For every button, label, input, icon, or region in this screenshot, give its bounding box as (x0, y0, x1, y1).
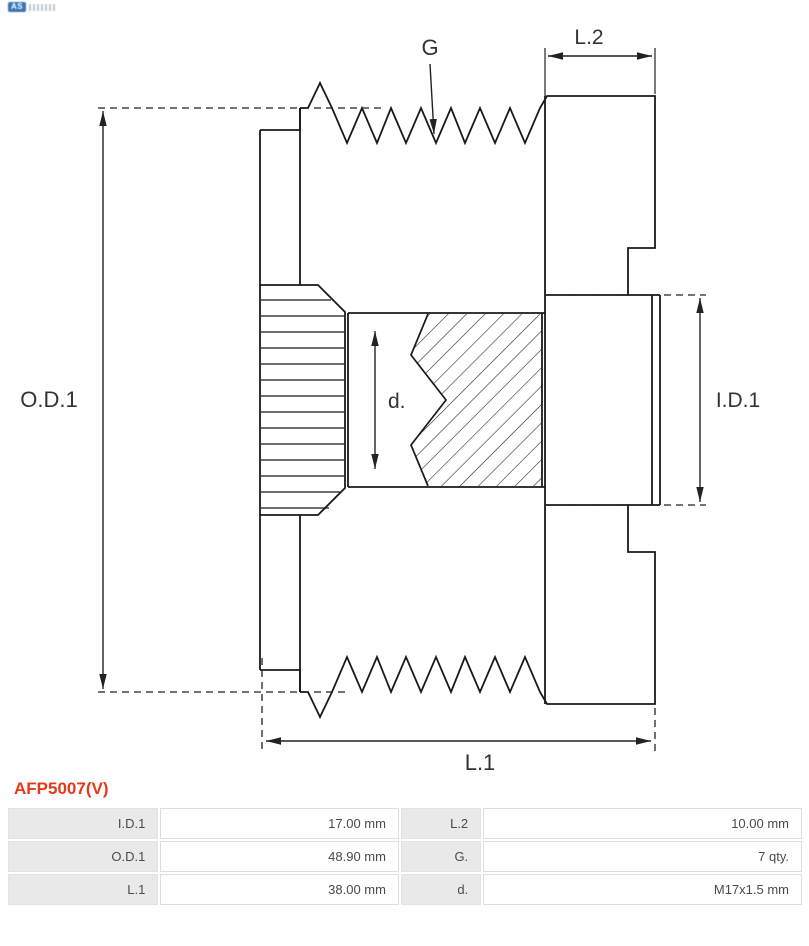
thread-break-line (410, 313, 448, 487)
spec-row: O.D.1 48.90 mm G. 7 qty. (8, 841, 802, 872)
pulley-outline (259, 80, 661, 720)
spec-row: L.1 38.00 mm d. M17x1.5 mm (8, 874, 802, 905)
spec-label-cell: d. (400, 874, 482, 905)
spec-label-cell: G. (400, 841, 482, 872)
extension-lines (98, 107, 706, 753)
spec-value-cell: 17.00 mm (160, 808, 399, 839)
spec-label-cell: I.D.1 (8, 808, 159, 839)
groove-label: G (421, 35, 438, 60)
spec-value-cell: 10.00 mm (483, 808, 802, 839)
spec-label-cell: L.1 (8, 874, 159, 905)
d-label: d. (388, 390, 406, 413)
as-pl-logo-dots (29, 3, 56, 11)
od1-label: O.D.1 (20, 387, 77, 412)
as-pl-logo: AS (8, 1, 56, 13)
id1-dimension: I.D.1 (696, 298, 760, 502)
l2-dimension: L.2 (544, 26, 656, 100)
spec-value-cell: 48.90 mm (160, 841, 399, 872)
spec-value-cell: 38.00 mm (160, 874, 399, 905)
technical-drawing: O.D.1 G L.2 I.D.1 d. L.1 (20, 26, 760, 775)
groove-dimension: G (421, 35, 439, 135)
spec-value-cell: 7 qty. (483, 841, 802, 872)
knurl-lines (261, 299, 344, 509)
spec-label-cell: O.D.1 (8, 841, 159, 872)
od1-dimension: O.D.1 (20, 111, 107, 689)
thread-hatch (411, 314, 542, 486)
d-dimension: d. (371, 331, 406, 469)
spec-value-cell: M17x1.5 mm (483, 874, 802, 905)
part-number: AFP5007(V) (14, 779, 109, 798)
as-pl-logo-mark: AS (8, 2, 27, 12)
l2-label: L.2 (574, 26, 603, 49)
l1-label: L.1 (465, 750, 496, 775)
thread-section (410, 313, 542, 487)
l1-dimension: L.1 (266, 737, 651, 775)
id1-label: I.D.1 (716, 389, 760, 412)
spec-row: I.D.1 17.00 mm L.2 10.00 mm (8, 808, 802, 839)
spec-table: I.D.1 17.00 mm L.2 10.00 mm O.D.1 48.90 … (6, 806, 804, 907)
spec-label-cell: L.2 (400, 808, 482, 839)
